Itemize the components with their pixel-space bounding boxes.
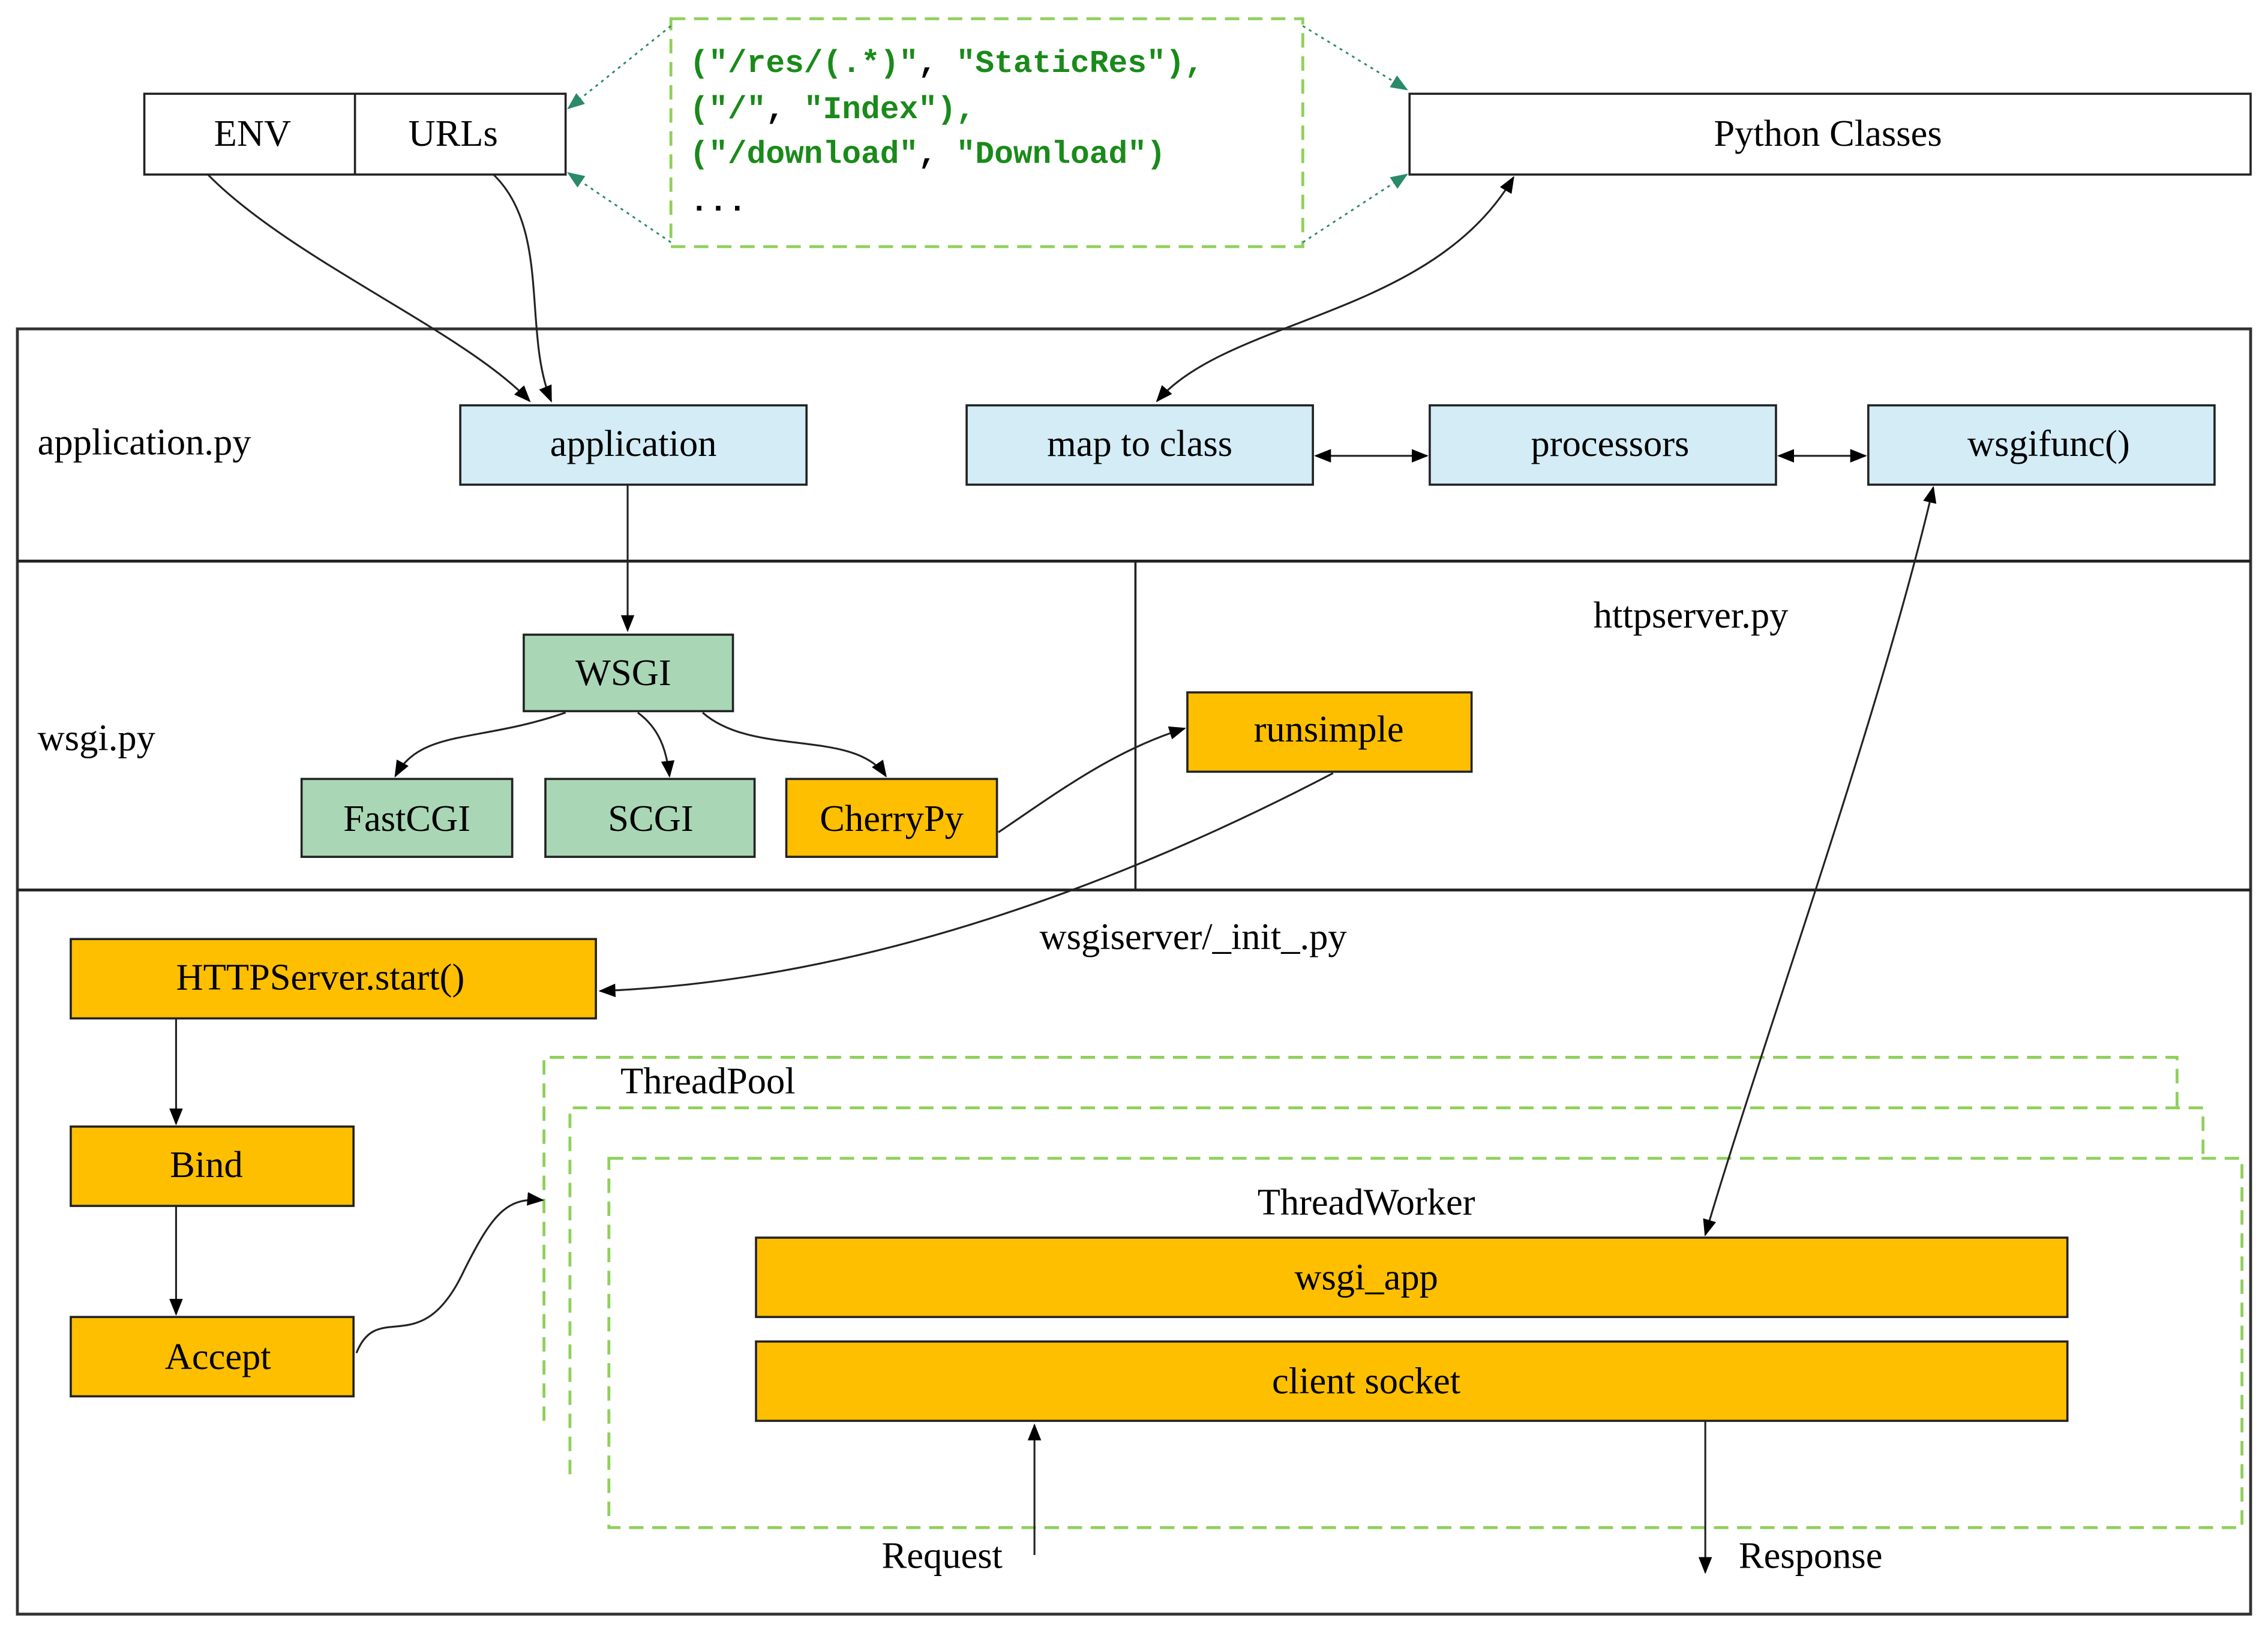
node-wsgi-app: wsgi_app bbox=[755, 1236, 2069, 1319]
response-label: Response bbox=[1739, 1535, 1883, 1577]
node-fastcgi: FastCGI bbox=[300, 778, 514, 858]
python-classes-box: Python Classes bbox=[1408, 92, 2252, 176]
threadpool-label: ThreadPool bbox=[620, 1060, 796, 1102]
env-label: ENV bbox=[214, 112, 291, 154]
node-scgi: SCGI bbox=[544, 778, 756, 858]
dotted-arrow-to-classes-bottom bbox=[1302, 173, 1408, 244]
dotted-arrow-to-urls-bottom bbox=[567, 172, 671, 244]
svg-text:map to class: map to class bbox=[1047, 422, 1232, 464]
node-accept: Accept bbox=[70, 1316, 355, 1398]
url-map-ellipsis: ... bbox=[689, 184, 746, 220]
section-label-wsgi: wsgi.py bbox=[38, 716, 155, 758]
node-httpserver-start: HTTPServer.start() bbox=[70, 938, 597, 1020]
svg-text:application: application bbox=[550, 422, 717, 464]
svg-text:processors: processors bbox=[1531, 422, 1690, 464]
svg-text:Python Classes: Python Classes bbox=[1714, 112, 1942, 154]
edge-urls-to-application bbox=[493, 173, 553, 403]
url-map-line-3: ("/download", "Download") bbox=[689, 137, 1165, 173]
svg-text:Bind: Bind bbox=[170, 1143, 243, 1185]
section-label-wsgiserver: wsgiserver/_init_.py bbox=[1040, 915, 1347, 957]
outer-frame bbox=[16, 327, 2252, 1616]
svg-text:runsimple: runsimple bbox=[1254, 708, 1404, 750]
edge-wsgi-scgi bbox=[637, 712, 675, 778]
section-label-application: application.py bbox=[38, 421, 251, 463]
node-wsgi: WSGI bbox=[523, 634, 734, 713]
svg-text:WSGI: WSGI bbox=[575, 652, 671, 694]
url-mapping-box: ("/res/(.*)", "StaticRes"), ("/", "Index… bbox=[669, 17, 1304, 248]
svg-text:wsgifunc(): wsgifunc() bbox=[1967, 422, 2130, 464]
threadworker-label: ThreadWorker bbox=[1258, 1181, 1475, 1223]
svg-text:wsgi_app: wsgi_app bbox=[1294, 1256, 1438, 1298]
edge-cherrypy-runsimple bbox=[998, 726, 1186, 833]
threadpool-container: ThreadPool ThreadWorker bbox=[542, 1056, 2244, 1529]
node-cherrypy: CherryPy bbox=[785, 778, 998, 858]
urls-label: URLs bbox=[408, 112, 497, 154]
node-processors: processors bbox=[1429, 404, 1777, 486]
node-application: application bbox=[459, 404, 808, 486]
edge-classes-map-to-class bbox=[1156, 176, 1514, 403]
node-bind: Bind bbox=[70, 1125, 355, 1207]
edge-env-to-application bbox=[207, 173, 531, 403]
svg-text:client socket: client socket bbox=[1272, 1360, 1460, 1402]
url-map-line-2: ("/", "Index"), bbox=[689, 92, 975, 128]
svg-text:SCGI: SCGI bbox=[608, 797, 693, 839]
edge-accept-threadpool bbox=[355, 1192, 544, 1353]
node-client-socket: client socket bbox=[755, 1340, 2069, 1422]
section-label-httpserver: httpserver.py bbox=[1594, 594, 1789, 636]
edge-runsimple-httpserver-start bbox=[598, 772, 1334, 998]
url-map-line-1: ("/res/(.*)", "StaticRes"), bbox=[689, 46, 1204, 82]
node-wsgifunc: wsgifunc() bbox=[1867, 404, 2216, 486]
edge-wsgifunc-wsgi-app bbox=[1703, 485, 1937, 1236]
node-map-to-class: map to class bbox=[965, 404, 1314, 486]
edge-wsgi-fastcgi bbox=[394, 712, 566, 778]
env-urls-record: ENV URLs bbox=[143, 92, 567, 176]
svg-text:CherryPy: CherryPy bbox=[820, 797, 964, 839]
request-label: Request bbox=[882, 1535, 1003, 1577]
svg-text:Accept: Accept bbox=[165, 1335, 271, 1377]
dotted-arrow-to-urls-top bbox=[567, 25, 672, 110]
node-runsimple: runsimple bbox=[1186, 691, 1473, 773]
edge-wsgi-cherrypy bbox=[702, 712, 887, 778]
dotted-arrow-to-classes-top bbox=[1302, 25, 1408, 91]
svg-text:FastCGI: FastCGI bbox=[343, 797, 470, 839]
svg-text:HTTPServer.start(): HTTPServer.start() bbox=[176, 956, 465, 998]
